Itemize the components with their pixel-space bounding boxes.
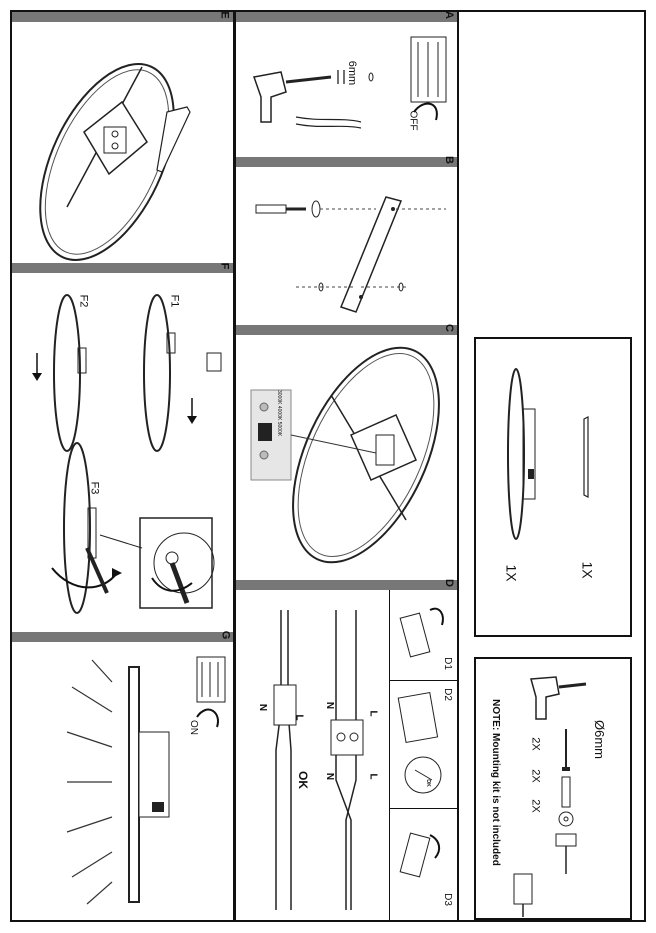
label-f3: F3 bbox=[88, 481, 101, 495]
panel-c-letter: C bbox=[442, 324, 455, 332]
panel-a-strip bbox=[236, 12, 457, 22]
panel-b-illustration bbox=[255, 196, 446, 313]
panel-f-letter: F bbox=[218, 262, 231, 270]
label-d-l-bot: L bbox=[367, 773, 379, 780]
label-d2: D2 bbox=[441, 688, 453, 701]
panel-f-illustration bbox=[32, 294, 222, 614]
label-d-n-top1: N bbox=[257, 703, 269, 712]
panel-d-wiring bbox=[273, 610, 364, 910]
middle-column-frame bbox=[234, 10, 459, 922]
package-contents-box bbox=[474, 337, 632, 637]
panel-e-strip bbox=[12, 12, 233, 22]
panel-d-sub-illustrations bbox=[397, 607, 444, 878]
label-off: OFF bbox=[407, 110, 419, 131]
label-d-n-top2: N bbox=[324, 701, 336, 710]
panel-c-strip bbox=[236, 325, 457, 335]
package-contents-illustration bbox=[507, 368, 589, 540]
label-ok: OK bbox=[296, 771, 310, 789]
panel-d-letter: D bbox=[442, 579, 455, 587]
panel-g-strip bbox=[12, 632, 233, 642]
right-column-frame bbox=[458, 10, 646, 922]
divider-d1-d2 bbox=[390, 680, 457, 681]
label-f2: F2 bbox=[77, 294, 90, 308]
label-d-l-top2: L bbox=[367, 710, 379, 717]
label-on: ON bbox=[188, 720, 199, 735]
panel-b-letter: B bbox=[442, 156, 455, 164]
panel-f-strip bbox=[12, 263, 233, 273]
mounting-kit-illustration bbox=[513, 676, 587, 917]
kit-screws-qty: 2X bbox=[529, 737, 542, 751]
panel-d-subframes bbox=[389, 590, 457, 920]
qty-bracket: 1X bbox=[579, 561, 596, 579]
label-d1: D1 bbox=[441, 657, 453, 670]
panel-c-illustration bbox=[250, 346, 440, 564]
label-d-l-top1: L bbox=[293, 714, 305, 721]
kit-washers-qty: 2X bbox=[529, 799, 542, 813]
divider-d2-d3 bbox=[390, 808, 457, 809]
kit-6mm: Ø6mm bbox=[592, 720, 607, 759]
label-d-n-bot: N bbox=[324, 772, 336, 781]
label-6mm: 6mm bbox=[346, 60, 359, 86]
kit-anchors-qty: 2X bbox=[529, 769, 542, 783]
panel-a-letter: A bbox=[442, 11, 455, 19]
label-d3: D3 bbox=[441, 893, 453, 906]
panel-g-illustration bbox=[66, 656, 226, 905]
panel-g-letter: G bbox=[219, 630, 232, 640]
label-cct: 3000K 4000K 5000K bbox=[276, 390, 282, 437]
panel-e-illustration bbox=[39, 63, 191, 261]
qty-light: 1X bbox=[503, 564, 520, 582]
panel-a-illustration bbox=[253, 36, 447, 129]
mounting-kit-box bbox=[474, 657, 632, 920]
label-ok-small: OK bbox=[424, 779, 431, 787]
kit-note: NOTE: Mounting kit is not included bbox=[489, 699, 501, 866]
panel-e-letter: E bbox=[218, 11, 231, 19]
panel-b-strip bbox=[236, 157, 457, 167]
label-f1: F1 bbox=[168, 294, 181, 308]
panel-d-strip bbox=[236, 580, 457, 590]
